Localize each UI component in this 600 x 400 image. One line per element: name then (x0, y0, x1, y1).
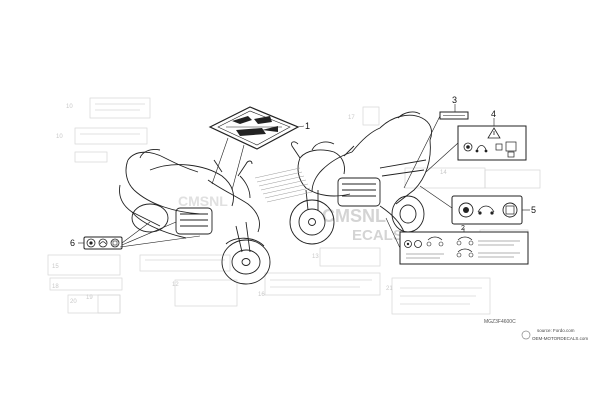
warning-triangle-icon (487, 127, 501, 139)
callout-2: 2 (461, 225, 465, 232)
ref-number: 19 (86, 295, 93, 301)
ref-number: 18 (52, 284, 59, 290)
ref-number: 13 (312, 254, 319, 260)
ref-number: 17 (348, 115, 355, 121)
background-reference-layer (47, 97, 541, 315)
leader-lines (78, 104, 530, 249)
ref-number: 21 (386, 286, 393, 292)
decal-small-icon-strip (83, 236, 123, 250)
source-label: source: Fordo.com (537, 328, 575, 333)
decal-emblem-diamond (208, 106, 300, 150)
motorcycle-right (289, 111, 433, 245)
decal-icon-panel (451, 195, 523, 225)
source-site: OEM-MOTORDECALS.com (532, 336, 588, 341)
callout-1: 1 (305, 121, 310, 131)
ref-number: 16 (258, 292, 265, 298)
callout-6: 6 (70, 238, 75, 248)
source-logo-icon (521, 330, 531, 340)
ref-number: 20 (70, 299, 77, 305)
helmet-icon (404, 240, 412, 248)
motorcycle-tandem-icon (457, 248, 473, 253)
ref-number: 12 (172, 282, 179, 288)
rider-icon (476, 145, 487, 151)
figure-code: MGZ3F4600C (484, 319, 516, 325)
ref-number: 10 (56, 134, 63, 140)
manual-icon (110, 238, 120, 248)
rider-icon (414, 240, 422, 248)
helmet-icon (458, 202, 474, 218)
motorcycle-solo-icon (457, 236, 473, 241)
rider-icon (98, 238, 108, 248)
background-reference-numbers: 10 10 17 14 13 15 12 16 18 19 20 21 (52, 104, 447, 305)
callout-3: 3 (452, 95, 457, 105)
source-credit: source: Fordo.com OEM-MOTORDECALS.com (521, 328, 588, 341)
decal-warning-label (457, 125, 527, 161)
rider-icon (477, 205, 495, 213)
ref-number: 10 (66, 104, 73, 110)
decal-info-label (399, 231, 529, 265)
watermark-text: CMSNL (178, 193, 228, 209)
callout-4: 4 (491, 109, 496, 119)
helmet-icon (463, 142, 473, 152)
decal-strip-label (439, 111, 469, 120)
ref-number: 14 (440, 170, 447, 176)
helmet-icon (86, 238, 96, 248)
decal-placement-band (254, 167, 313, 203)
ref-number: 15 (52, 264, 59, 270)
watermark-text: CMSNL (322, 206, 386, 226)
manual-icon (505, 141, 517, 152)
callout-5: 5 (531, 205, 536, 215)
motorcycle-left (119, 149, 271, 285)
manual-icon (502, 202, 518, 218)
callout-numbers: 1 2 3 4 5 6 (70, 95, 536, 248)
